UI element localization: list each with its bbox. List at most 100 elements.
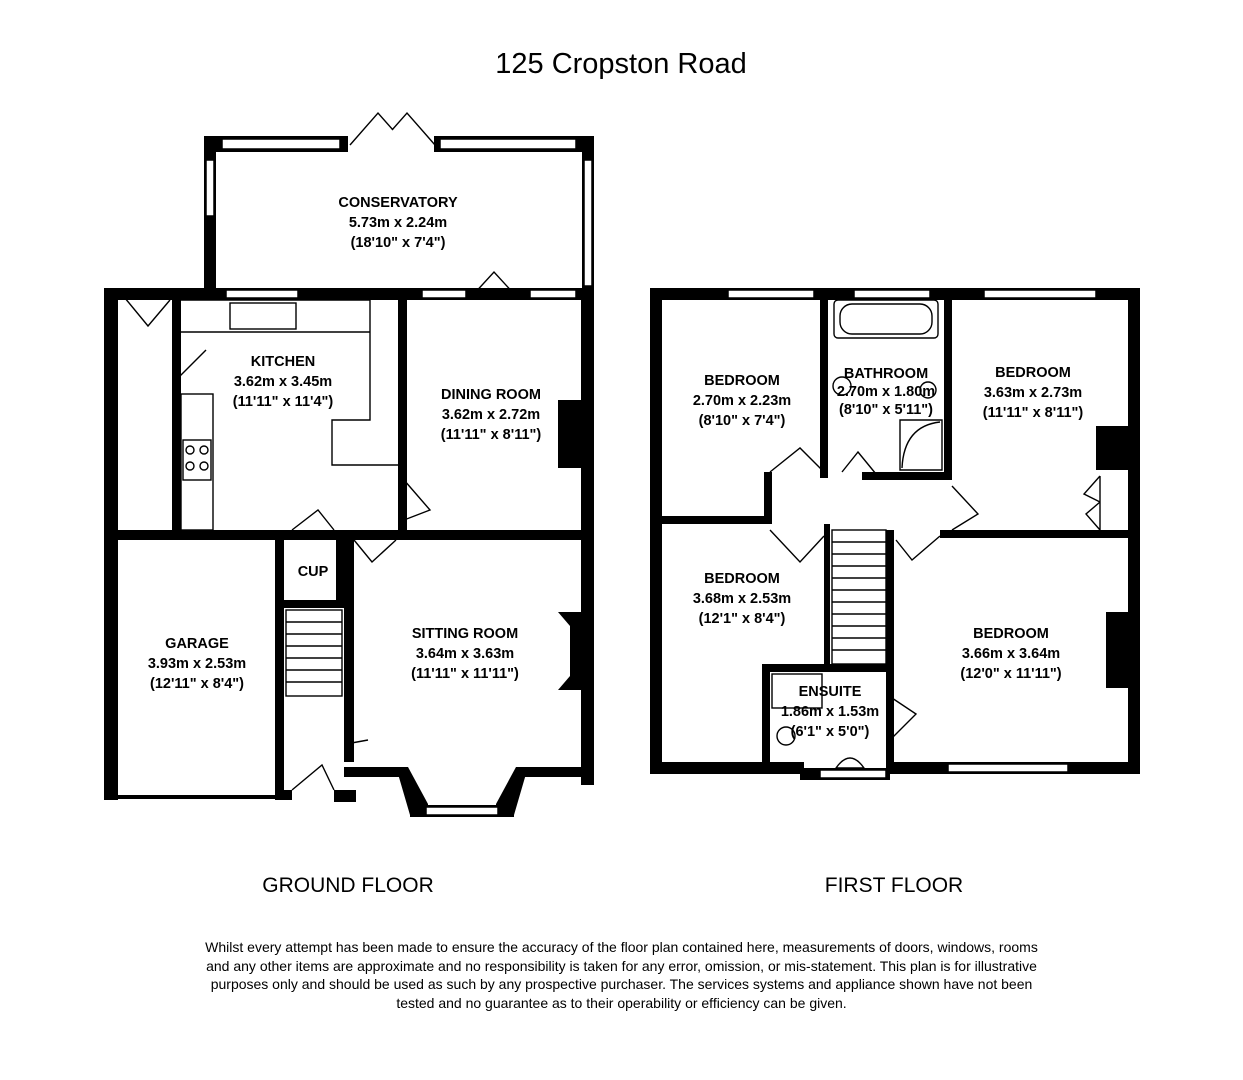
svg-text:(18'10" x 7'4"): (18'10" x 7'4") <box>351 235 446 251</box>
conservatory-label: CONSERVATORY 5.73m x 2.24m (18'10" x 7'4… <box>338 195 458 251</box>
bedroom-window <box>983 289 1097 299</box>
svg-text:(11'11" x 11'4"): (11'11" x 11'4") <box>233 394 334 410</box>
cup-label: CUP <box>298 564 329 580</box>
svg-text:BEDROOM: BEDROOM <box>973 626 1049 642</box>
svg-text:(8'10" x 7'4"): (8'10" x 7'4") <box>699 413 786 429</box>
sitting-fireplace <box>558 612 581 690</box>
dining-window <box>421 289 467 299</box>
hob-icon <box>182 439 212 481</box>
svg-text:BEDROOM: BEDROOM <box>995 365 1071 381</box>
bathroom-wall-right <box>944 288 952 478</box>
conservatory-window <box>221 138 341 150</box>
svg-text:BEDROOM: BEDROOM <box>704 373 780 389</box>
svg-text:GARAGE: GARAGE <box>165 636 229 652</box>
garage-wall-right <box>275 530 284 800</box>
sitting-room-label: SITTING ROOM 3.64m x 3.63m (11'11" x 11'… <box>411 626 519 682</box>
door-swing <box>345 739 369 745</box>
bedroom-door-swing <box>895 535 941 562</box>
kitchen-wall-left <box>172 288 181 532</box>
first-stairs <box>831 529 887 665</box>
dining-window <box>529 289 577 299</box>
landing-wall <box>764 472 772 524</box>
ground-floor-caption: GROUND FLOOR <box>262 874 434 897</box>
svg-text:DINING ROOM: DINING ROOM <box>441 387 541 403</box>
svg-text:CONSERVATORY: CONSERVATORY <box>338 195 458 211</box>
french-door-opening <box>348 136 434 152</box>
kitchen-label: KITCHEN 3.62m x 3.45m (11'11" x 11'4") <box>233 354 334 410</box>
sitting-door-swing <box>353 539 397 564</box>
shower-icon <box>899 419 943 471</box>
bedroom-window <box>727 289 815 299</box>
plan-title: 125 Cropston Road <box>495 48 747 80</box>
garage-label: GARAGE 3.93m x 2.53m (12'11" x 8'4") <box>148 636 246 692</box>
svg-text:(11'11" x 11'11"): (11'11" x 11'11") <box>411 666 519 682</box>
bathroom-wall-left <box>820 288 828 478</box>
bath-inner <box>839 303 933 335</box>
conservatory-door-swing <box>471 270 517 297</box>
bedroom-door-swing <box>769 529 825 564</box>
disclaimer-text: Whilst every attempt has been made to en… <box>205 939 1038 1011</box>
svg-text:BATHROOM: BATHROOM <box>844 366 928 382</box>
bedroom-2-label: BEDROOM 3.63m x 2.73m (11'11" x 8'11") <box>983 365 1084 421</box>
svg-text:SITTING ROOM: SITTING ROOM <box>412 626 518 642</box>
bay-wall <box>496 767 528 815</box>
stair-wall <box>824 524 830 666</box>
hall-wall <box>284 790 292 800</box>
bedroom-3-label: BEDROOM 3.68m x 2.53m (12'1" x 8'4") <box>693 571 791 627</box>
ensuite-basin-icon <box>834 757 866 769</box>
svg-text:5.73m x 2.24m: 5.73m x 2.24m <box>349 215 447 231</box>
svg-text:(12'0" x 11'11"): (12'0" x 11'11") <box>960 666 1061 682</box>
ensuite-label: ENSUITE 1.86m x 1.53m (6'1" x 5'0") <box>781 684 879 740</box>
svg-text:1.86m x 1.53m: 1.86m x 1.53m <box>781 704 879 720</box>
bathroom-label: BATHROOM 2.70m x 1.80m (8'10" x 5'11") <box>837 366 935 418</box>
bay-window <box>425 806 499 816</box>
ensuite-wall-left <box>762 664 770 768</box>
first-floor-caption: FIRST FLOOR <box>825 874 963 897</box>
ground-wall-left <box>104 288 118 800</box>
ground-floor-plan <box>104 111 594 817</box>
bedroom-window <box>947 763 1069 773</box>
kitchen-window <box>225 289 299 299</box>
bathroom-wall-bottom <box>862 472 952 480</box>
dining-door-swing <box>403 479 432 521</box>
svg-text:3.66m x 3.64m: 3.66m x 3.64m <box>962 646 1060 662</box>
hob-ring-icon <box>185 445 195 455</box>
svg-text:ENSUITE: ENSUITE <box>799 684 862 700</box>
dining-chimney <box>558 400 582 468</box>
hob-ring-icon <box>199 461 209 471</box>
back-door-swing <box>119 291 171 328</box>
bathroom-door-swing <box>841 450 877 475</box>
ensuite-toilet-icon <box>776 726 796 746</box>
ensuite-window <box>819 769 887 779</box>
bathroom-window <box>853 289 931 299</box>
bedroom-1-label: BEDROOM 2.70m x 2.23m (8'10" x 7'4") <box>693 373 791 429</box>
svg-text:2.70m x 1.80m: 2.70m x 1.80m <box>837 384 935 400</box>
hall-wall <box>344 530 354 762</box>
conservatory-window <box>205 159 215 217</box>
svg-text:BEDROOM: BEDROOM <box>704 571 780 587</box>
cup-wall-right <box>336 530 344 608</box>
toilet-icon <box>832 376 852 396</box>
kitchen-hall-door-swing <box>291 509 335 531</box>
svg-text:3.63m x 2.73m: 3.63m x 2.73m <box>984 385 1082 401</box>
ensuite-shower-icon <box>771 673 823 709</box>
svg-text:3.62m x 3.45m: 3.62m x 3.45m <box>234 374 332 390</box>
svg-text:(12'1" x 8'4"): (12'1" x 8'4") <box>699 611 786 627</box>
bedroom-wall-left <box>886 530 894 768</box>
svg-text:3.62m x 2.72m: 3.62m x 2.72m <box>442 407 540 423</box>
svg-text:(11'11" x 8'11"): (11'11" x 8'11") <box>441 427 542 443</box>
svg-text:(8'10" x 5'11"): (8'10" x 5'11") <box>839 402 933 418</box>
sitting-wall-bottom <box>344 767 404 777</box>
hob-ring-icon <box>199 445 209 455</box>
hob-ring-icon <box>185 461 195 471</box>
kitchen-worktop <box>181 299 406 466</box>
dining-wall-right <box>581 288 594 538</box>
first-wall-left <box>650 288 662 772</box>
bedroom-divider <box>656 516 772 524</box>
bedroom-4-label: BEDROOM 3.66m x 3.64m (12'0" x 11'11") <box>960 626 1061 682</box>
dining-room-label: DINING ROOM 3.62m x 2.72m (11'11" x 8'11… <box>441 387 542 443</box>
french-doors-icon <box>349 111 436 146</box>
conservatory-window <box>583 159 593 287</box>
svg-text:3.68m x 2.53m: 3.68m x 2.53m <box>693 591 791 607</box>
svg-text:2.70m x 2.23m: 2.70m x 2.23m <box>693 393 791 409</box>
